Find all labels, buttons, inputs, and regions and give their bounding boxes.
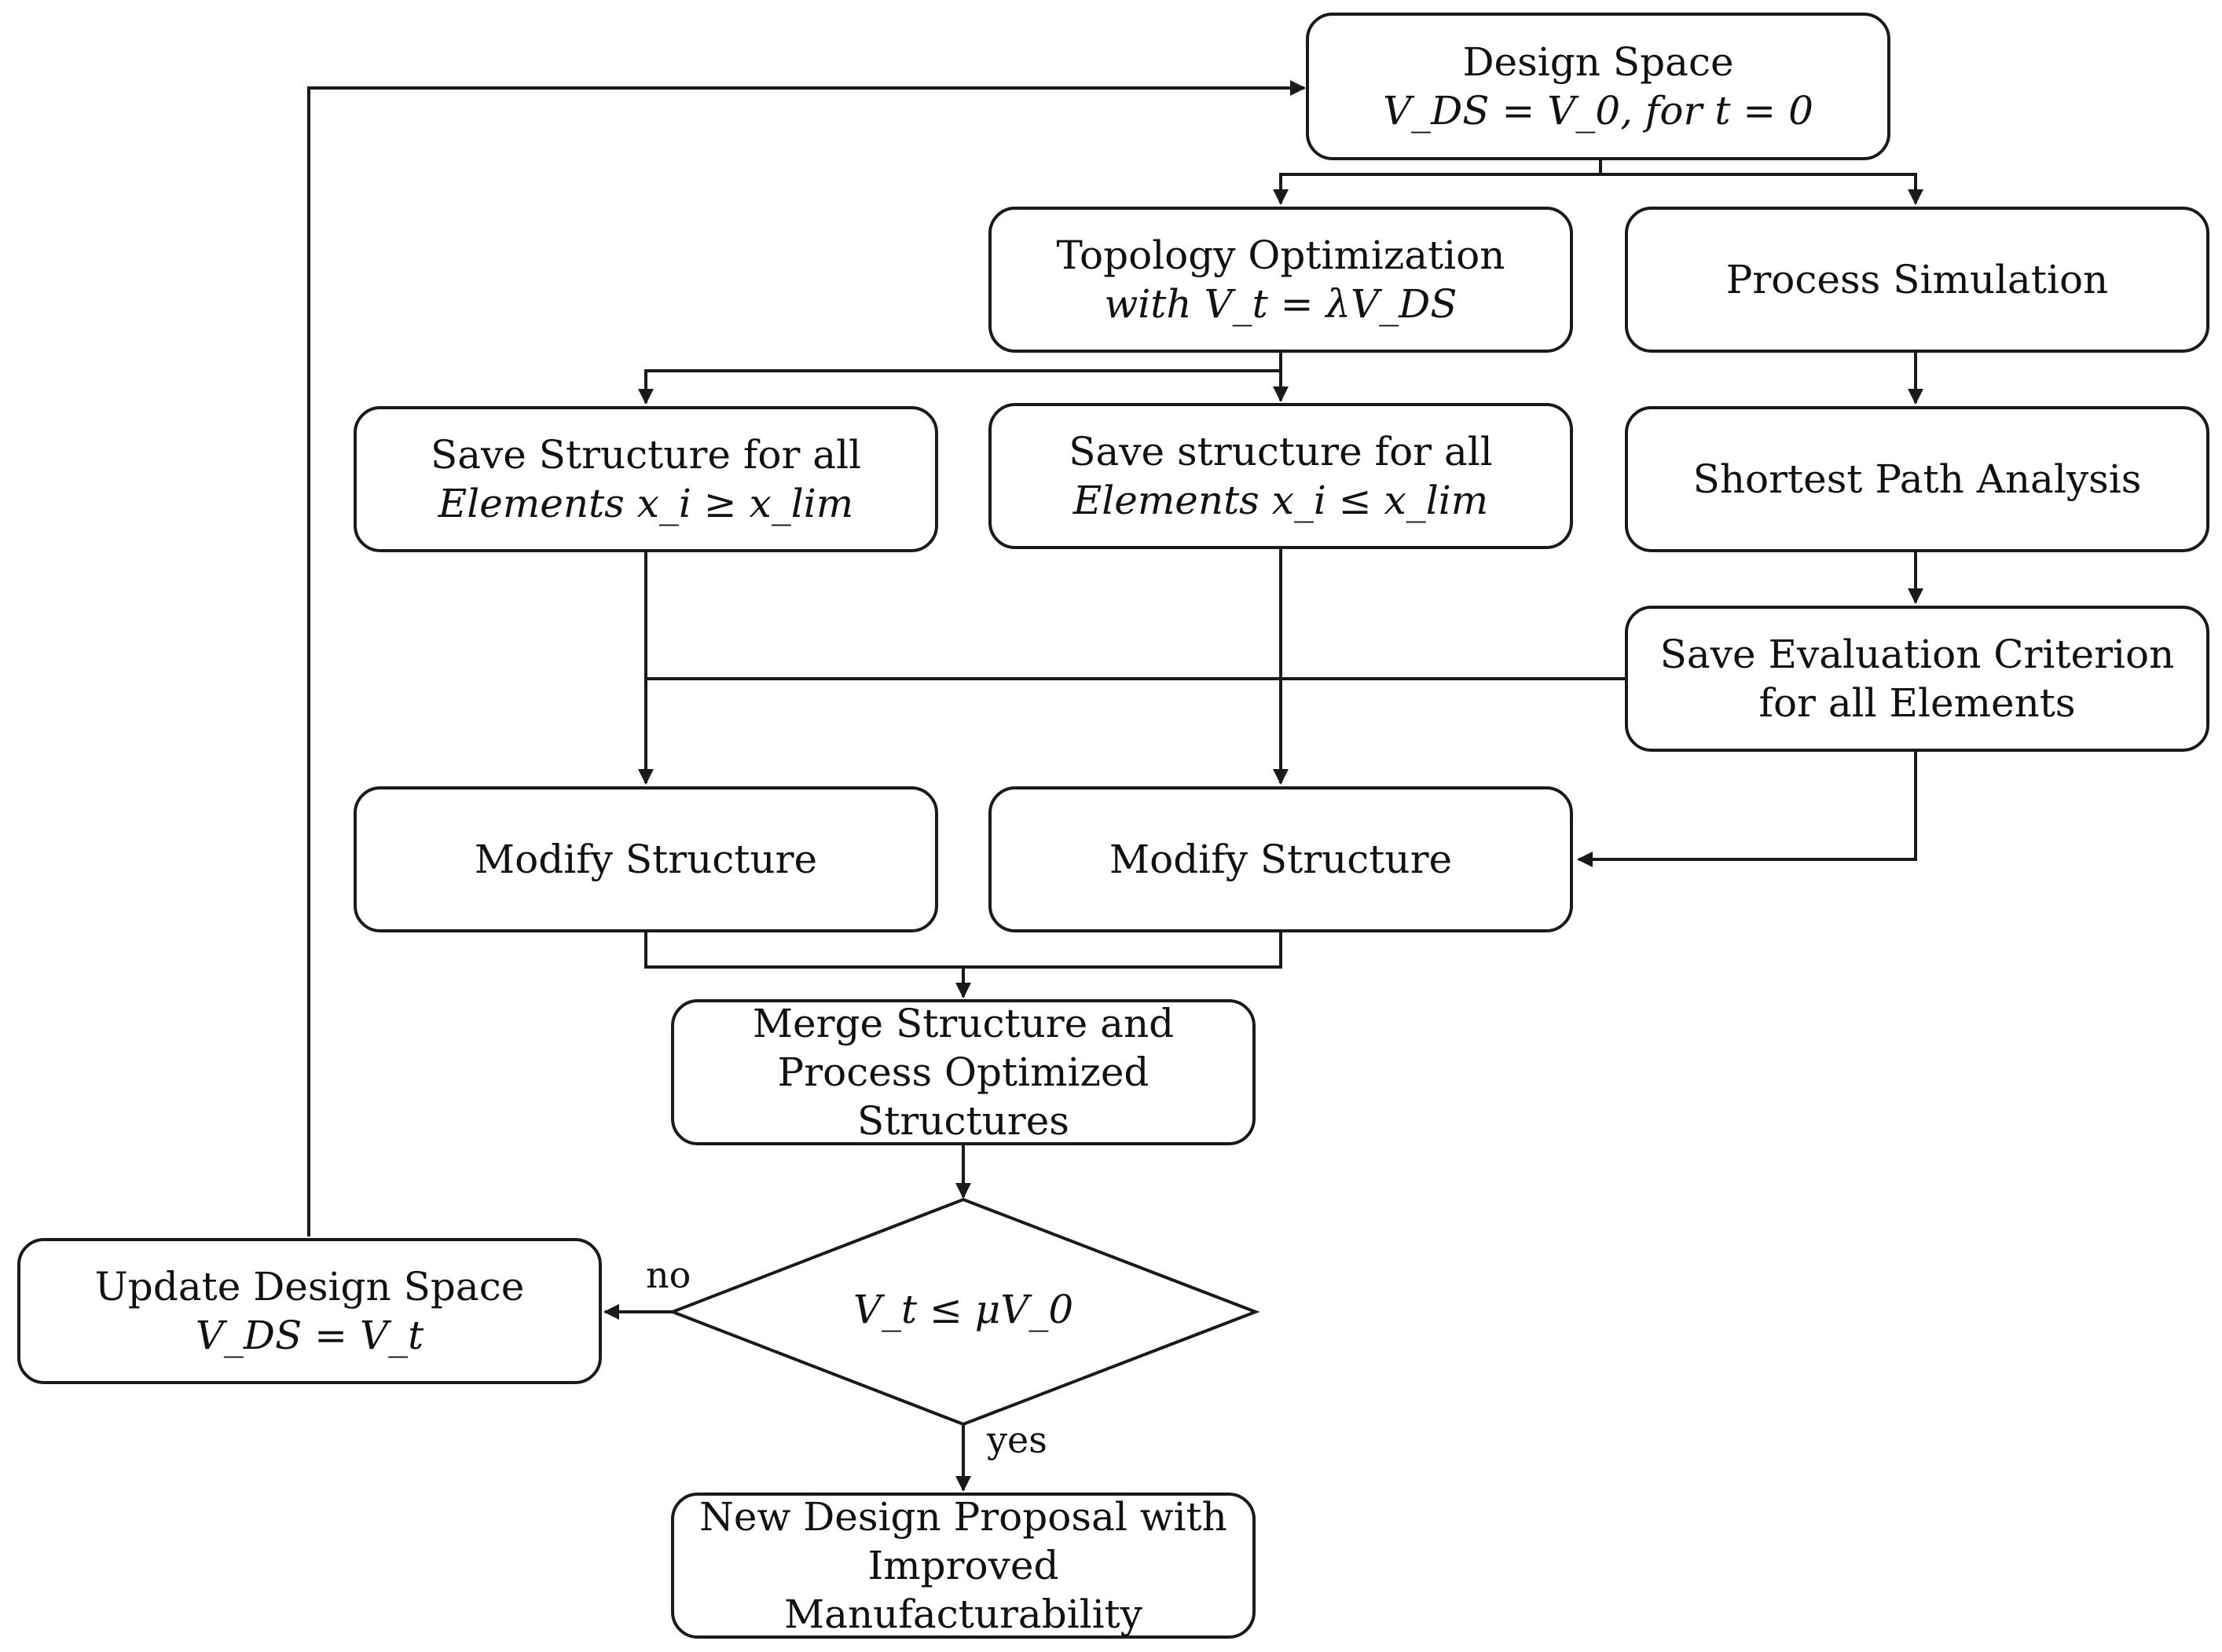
update-title: Update Design Space <box>94 1264 525 1310</box>
edge-designspace-processsim <box>1600 173 1923 205</box>
process-simulation-label: Process Simulation <box>1725 257 2109 302</box>
node-modify-structure-right: Modify Structure <box>988 786 1573 932</box>
decision-diamond <box>668 1197 1260 1427</box>
merge-line-3: Structures <box>857 1098 1069 1144</box>
save-le-formula: Elements x_i ≤ x_lim <box>1072 478 1489 523</box>
proposal-line-2: Improved <box>867 1543 1059 1588</box>
topology-formula: with V_t = λV_DS <box>1104 281 1458 327</box>
node-save-evaluation-criterion: Save Evaluation Criterion for all Elemen… <box>1625 606 2209 752</box>
save-ge-formula: Elements x_i ≥ x_lim <box>438 481 854 526</box>
proposal-line-3: Manufacturability <box>783 1592 1143 1637</box>
topology-title: Topology Optimization <box>1056 233 1505 278</box>
node-new-design-proposal: New Design Proposal with Improved Manufa… <box>671 1493 1256 1639</box>
edge-designspace-split <box>1273 160 1602 205</box>
node-topology-optimization: Topology Optimization with V_t = λV_DS <box>988 207 1573 353</box>
save-eval-title: Save Evaluation Criterion <box>1659 632 2175 677</box>
design-space-title: Design Space <box>1462 39 1734 85</box>
edge-label-yes: yes <box>987 1419 1047 1461</box>
edge-topology-save-ge <box>638 369 1281 405</box>
modify-left-label: Modify Structure <box>474 837 818 882</box>
modify-right-label: Modify Structure <box>1109 837 1453 882</box>
node-design-space: Design Space V_DS = V_0, for t = 0 <box>1306 13 1890 160</box>
proposal-line-1: New Design Proposal with <box>699 1494 1227 1540</box>
save-le-title: Save structure for all <box>1069 429 1493 474</box>
design-space-formula: V_DS = V_0, for t = 0 <box>1383 88 1813 134</box>
node-merge-structure: Merge Structure and Process Optimized St… <box>671 999 1256 1145</box>
node-shortest-path-analysis: Shortest Path Analysis <box>1625 406 2209 552</box>
node-process-simulation: Process Simulation <box>1625 207 2209 353</box>
node-modify-structure-left: Modify Structure <box>354 786 938 932</box>
node-save-structure-ge: Save Structure for all Elements x_i ≥ x_… <box>354 406 938 552</box>
edge-update-designspace <box>307 80 1306 1236</box>
shortest-path-label: Shortest Path Analysis <box>1692 456 2142 502</box>
edge-saveeval-modify2 <box>1577 750 1917 867</box>
node-save-structure-le: Save structure for all Elements x_i ≤ x_… <box>988 403 1573 549</box>
merge-line-1: Merge Structure and <box>752 1001 1175 1046</box>
save-ge-title: Save Structure for all <box>430 432 862 478</box>
update-formula: V_DS = V_t <box>195 1313 424 1358</box>
node-update-design-space: Update Design Space V_DS = V_t <box>17 1238 602 1384</box>
edge-modify1-merge <box>644 932 1282 969</box>
decision-condition: V_t ≤ μV_0 <box>852 1287 1074 1332</box>
merge-line-2: Process Optimized <box>777 1049 1150 1095</box>
save-eval-subtitle: for all Elements <box>1758 680 2076 726</box>
edge-label-no: no <box>646 1254 691 1296</box>
